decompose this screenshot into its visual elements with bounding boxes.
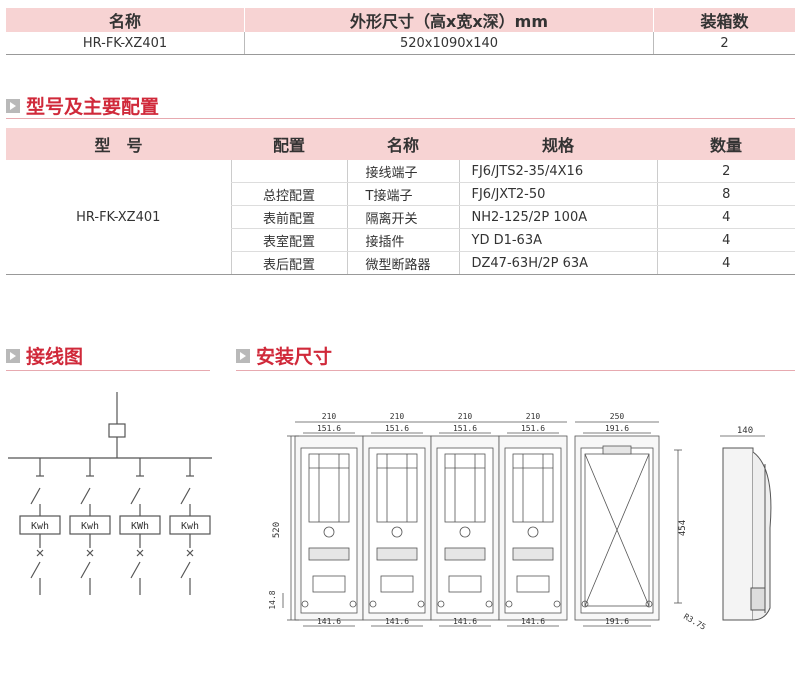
installation-drawing: 210 151.6 141.6 210 151.6 141.6 210 151.6 141.6 2… (268, 412, 772, 632)
header-box-qty: 装箱数 (653, 8, 795, 32)
section-arrow-icon (236, 348, 250, 363)
meter-branch (119, 458, 161, 595)
dim-bottom-width: 141.6 (385, 617, 409, 626)
table-row: HR-FK-XZ401 接线端子 FJ6/JTS2-35/4X16 2 (6, 160, 795, 275)
row-name: T接端子 (346, 182, 459, 206)
section-install-divider (236, 370, 795, 371)
row-config: 表后配置 (230, 251, 347, 275)
row-spec: DZ47-63H/2P 63A (458, 251, 657, 275)
row-name: 接线端子 (346, 160, 459, 183)
dim-inner-width: 151.6 (317, 424, 341, 433)
dim-depth: 140 (737, 426, 753, 436)
enclosure-module (294, 421, 364, 627)
dim-inner-height: 454 (678, 520, 688, 536)
row-qty: 4 (656, 228, 795, 252)
section-config-divider (6, 118, 795, 119)
dim-bottom-width: 141.6 (521, 617, 545, 626)
row-spec: YD D1-63A (458, 228, 657, 252)
kwh-meter-label: Kwh (31, 521, 49, 532)
dimensions-header-row: 名称 外形尺寸（高x宽x深）mm 装箱数 (6, 8, 795, 32)
config-header-model: 型 号 (6, 128, 231, 160)
wiring-diagram: Kwh Kwh KWh Kwh (8, 392, 212, 595)
table-row: 总控配置 T接端子 FJ6/JXT2-50 8 (6, 182, 795, 206)
meter-branch (69, 458, 111, 595)
config-header-config: 配置 (231, 128, 347, 160)
row-config: 总控配置 (230, 182, 347, 206)
dim-top-width: 210 (390, 412, 405, 421)
dims-box-qty: 2 (653, 32, 795, 55)
row-config: 表室配置 (230, 228, 347, 252)
section-wiring-label: 接线图 (26, 346, 84, 368)
kwh-meter-label: KWh (131, 521, 149, 532)
dim-inner-width: 191.6 (605, 424, 629, 433)
section-arrow-icon (6, 98, 20, 113)
row-config: 表前配置 (230, 205, 347, 229)
config-table: 型 号 配置 名称 规格 数量 HR-FK-XZ401 接线端子 FJ6/JTS… (6, 128, 795, 275)
section-wiring-title: 接线图 (6, 342, 83, 369)
section-arrow-icon (6, 348, 20, 363)
enclosure-module (430, 421, 500, 627)
table-row: 表后配置 微型断路器 DZ47-63H/2P 63A 4 (6, 251, 795, 275)
row-spec: NH2-125/2P 100A (458, 205, 657, 229)
row-qty: 2 (656, 160, 795, 183)
section-install-label: 安装尺寸 (256, 346, 333, 368)
dim-bottom-width: 191.6 (605, 617, 629, 626)
enclosure-module (362, 421, 432, 627)
dim-inner-width: 151.6 (521, 424, 545, 433)
header-name: 名称 (6, 8, 245, 32)
row-qty: 4 (656, 251, 795, 275)
config-header-spec: 规格 (459, 128, 657, 160)
dim-top-width: 210 (458, 412, 473, 421)
row-qty: 8 (656, 182, 795, 206)
side-view (720, 435, 772, 621)
section-config-title: 型号及主要配置 (6, 92, 159, 119)
table-row: 表前配置 隔离开关 NH2-125/2P 100A 4 (6, 205, 795, 229)
dimensions-row: HR-FK-XZ401 520x1090x140 2 (6, 32, 795, 55)
dim-inner-width: 151.6 (385, 424, 409, 433)
config-header-qty: 数量 (657, 128, 795, 160)
row-config (230, 160, 347, 183)
dim-small-height: 14.8 (268, 590, 277, 609)
row-name: 隔离开关 (346, 205, 459, 229)
config-header-row: 型 号 配置 名称 规格 数量 (6, 128, 795, 160)
dim-top-width: 210 (526, 412, 541, 421)
row-spec: FJ6/JXT2-50 (458, 182, 657, 206)
enclosure-module (574, 421, 660, 627)
dim-inner-width: 151.6 (453, 424, 477, 433)
dimensions-table: 名称 外形尺寸（高x宽x深）mm 装箱数 HR-FK-XZ401 520x109… (6, 8, 795, 55)
dim-height: 520 (272, 522, 282, 538)
dim-bottom-width: 141.6 (317, 617, 341, 626)
kwh-meter-label: Kwh (181, 521, 199, 532)
dim-top-width: 250 (610, 412, 625, 421)
dims-size: 520x1090x140 (244, 32, 654, 55)
section-wiring-divider (6, 370, 210, 371)
section-config-label: 型号及主要配置 (26, 96, 160, 118)
config-header-name: 名称 (347, 128, 459, 160)
header-size: 外形尺寸（高x宽x深）mm (244, 8, 654, 32)
meter-branch (19, 458, 61, 595)
dims-model: HR-FK-XZ401 (6, 32, 245, 55)
kwh-meter-label: Kwh (81, 521, 99, 532)
row-qty: 4 (656, 205, 795, 229)
row-spec: FJ6/JTS2-35/4X16 (458, 160, 657, 183)
row-name: 接插件 (346, 228, 459, 252)
dim-bottom-width: 141.6 (453, 617, 477, 626)
config-model: HR-FK-XZ401 (6, 160, 231, 275)
table-row: 表室配置 接插件 YD D1-63A 4 (6, 228, 795, 252)
dim-top-width: 210 (322, 412, 337, 421)
row-name: 微型断路器 (346, 251, 459, 275)
dim-radius: R3.75 (682, 612, 708, 632)
meter-branch (169, 458, 211, 595)
section-install-title: 安装尺寸 (236, 342, 332, 369)
enclosure-module (498, 421, 568, 627)
